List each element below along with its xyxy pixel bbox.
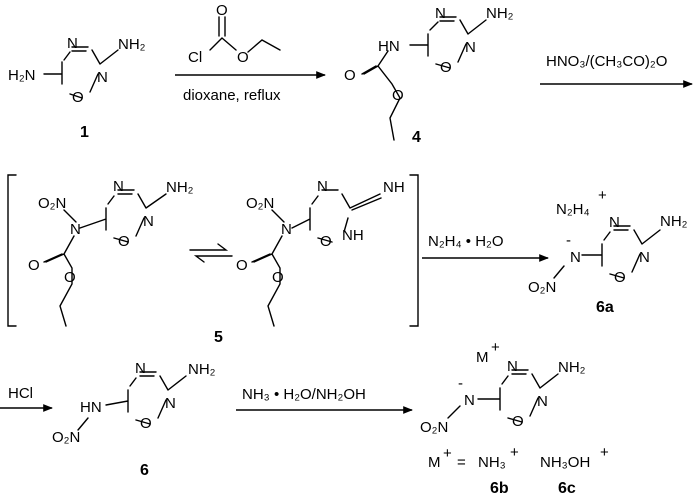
nitro-group: O₂N [420, 419, 448, 436]
imine-group: NH [383, 179, 405, 196]
compound-number: 6 [140, 462, 149, 479]
amino-group: NH₂ [660, 213, 688, 230]
carbonyl-o: O [344, 67, 356, 84]
metal-cation: M [476, 349, 489, 366]
ammonium-label: NH₃ [478, 454, 506, 471]
anionic-n: N [464, 392, 475, 409]
hydrazinium-cation: N₂H₄ [556, 201, 590, 218]
ring-nh: NH [342, 227, 364, 244]
chlorine-atom: Cl [188, 49, 202, 66]
amino-group: NH₂ [188, 361, 216, 378]
compound-6bc: M + N N O NH₂ N - O₂N M + = NH₃ + NH₃OH … [420, 339, 609, 497]
bracket-left [7, 174, 17, 327]
compound-number: 4 [412, 129, 421, 146]
compound-number-6c: 6c [558, 480, 576, 497]
conditions-step5: NH₃ • H₂O/NH₂OH [242, 386, 366, 403]
cation-charge: + [491, 339, 500, 356]
conditions-step4: HCl [8, 385, 33, 402]
compound-1: N N O NH₂ H₂N 1 [8, 35, 146, 141]
ring-n2: N [537, 393, 548, 410]
amino-group: NH₂ [118, 36, 146, 53]
ring-n4: N [317, 178, 328, 195]
ring-o1: O [614, 269, 626, 286]
ring-n4: N [435, 5, 446, 22]
ring-o1: O [440, 59, 452, 76]
compound-number-6b: 6b [490, 480, 509, 497]
carbamate-nh: HN [378, 38, 400, 55]
equilibrium-arrows [189, 243, 233, 263]
carbonyl-o: O [28, 257, 40, 274]
anionic-n: N [570, 249, 581, 266]
conditions-step1: dioxane, reflux [183, 87, 281, 104]
amino-group-left: H₂N [8, 67, 36, 84]
ring-n4: N [113, 178, 124, 195]
ring-o1: O [72, 89, 84, 106]
compound-5-right: N NH O NH N O₂N O O [236, 178, 405, 327]
legend-equals: = [457, 454, 466, 471]
compound-4: N N O NH₂ HN O O 4 [344, 5, 514, 146]
ammonium-charge: + [510, 444, 519, 461]
anion-charge: - [566, 232, 571, 249]
carbonyl-o: O [216, 2, 228, 19]
bracket-right [409, 174, 419, 327]
carbonyl-o: O [236, 257, 248, 274]
ring-n2: N [465, 39, 476, 56]
ring-n2: N [97, 69, 108, 86]
ester-o: O [64, 269, 76, 286]
cation-charge: + [598, 187, 607, 204]
ring-n4: N [135, 360, 146, 377]
nitramine-n: N [70, 221, 81, 238]
ring-n4: N [609, 214, 620, 231]
ring-o1: O [140, 415, 152, 432]
ring-n2: N [639, 249, 650, 266]
nitro-group: O₂N [246, 195, 274, 212]
ester-o: O [237, 49, 249, 66]
amino-group: NH₂ [558, 359, 586, 376]
anion-charge: - [458, 375, 463, 392]
ring-n4: N [507, 358, 518, 375]
compound-number: 6a [596, 299, 614, 316]
ester-o: O [272, 269, 284, 286]
nitro-group: O₂N [52, 429, 80, 446]
amino-group: NH₂ [166, 179, 194, 196]
ring-o1: O [118, 233, 130, 250]
amino-group: NH₂ [486, 5, 514, 22]
nitro-group: O₂N [528, 279, 556, 296]
legend-m-charge: + [443, 445, 452, 462]
ring-n4: N [67, 35, 78, 52]
compound-5-left: N N O NH₂ N O₂N O O [28, 178, 194, 327]
compound-6: N N O NH₂ HN O₂N 6 [52, 360, 216, 479]
ester-o: O [392, 87, 404, 104]
legend-m: M [428, 454, 441, 471]
ring-o1: O [512, 413, 524, 430]
ring-n2: N [165, 395, 176, 412]
conditions-step3: N₂H₄ • H₂O [428, 233, 504, 250]
reagent-ethyl-chloroformate: O Cl O [188, 2, 281, 66]
hydroxylammonium-charge: + [600, 444, 609, 461]
compound-6a: N₂H₄ + N N O NH₂ N - O₂N 6a [528, 187, 688, 316]
hydroxylammonium-label: NH₃OH [540, 454, 590, 471]
ring-n2: N [143, 213, 154, 230]
conditions-step2: HNO₃/(CH₃CO)₂O [546, 53, 667, 70]
ring-o1: O [320, 233, 332, 250]
nitro-group: O₂N [38, 195, 66, 212]
compound-5-number: 5 [214, 329, 223, 346]
compound-number: 1 [80, 124, 89, 141]
nitramine-n: N [281, 221, 292, 238]
nitramine-nh: HN [80, 399, 102, 416]
